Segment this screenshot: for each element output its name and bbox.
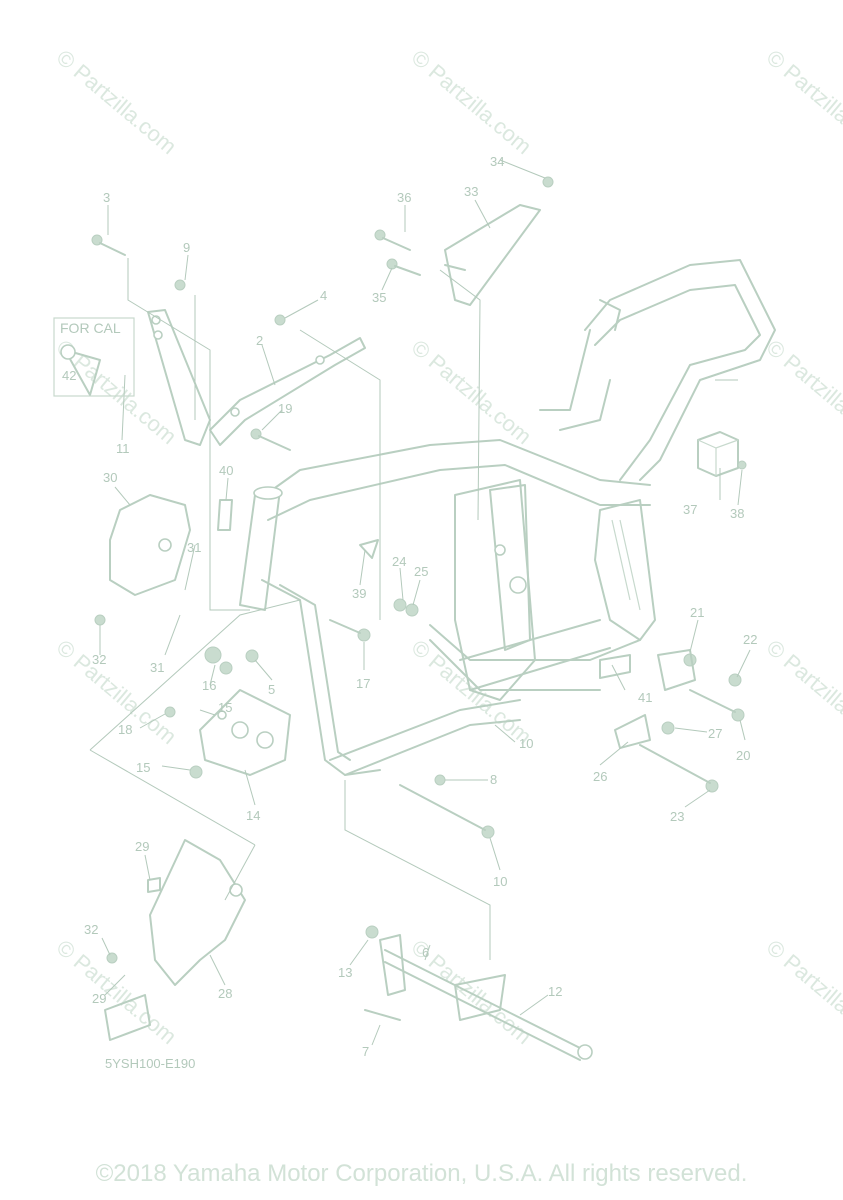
callout-12: 12 xyxy=(548,984,562,999)
callout-39: 39 xyxy=(352,586,366,601)
callout-32b: 32 xyxy=(84,922,98,937)
watermark-12: © Partzilla.com xyxy=(762,935,843,1049)
callout-1: 10 xyxy=(519,736,533,751)
callout-19: 19 xyxy=(278,401,292,416)
engine-mount-14 xyxy=(199,689,291,776)
for-cal-label: FOR CAL xyxy=(60,320,121,336)
callout-41: 41 xyxy=(638,690,652,705)
callout-4: 4 xyxy=(320,288,327,303)
callout-9: 9 xyxy=(183,240,190,255)
watermark-3: © Partzilla.com xyxy=(762,45,843,159)
callout-6: 6 xyxy=(422,945,429,960)
callout-numbers: 3 9 4 2 36 34 33 35 19 42 11 30 40 31 31… xyxy=(62,154,757,1059)
callout-42: 42 xyxy=(62,368,76,383)
callout-22: 22 xyxy=(743,632,757,647)
callout-30: 30 xyxy=(103,470,117,485)
watermark-10: © Partzilla.com xyxy=(52,935,182,1049)
callout-26: 26 xyxy=(593,769,607,784)
callout-25: 25 xyxy=(414,564,428,579)
leader-lines xyxy=(89,159,751,1046)
side-stand-12 xyxy=(364,934,593,1061)
callout-24: 24 xyxy=(392,554,406,569)
watermark-6: © Partzilla.com xyxy=(762,335,843,449)
callout-40: 40 xyxy=(219,463,233,478)
main-frame xyxy=(239,259,776,776)
callout-3: 3 xyxy=(103,190,110,205)
callout-31a: 31 xyxy=(187,540,201,555)
callout-15b: 15 xyxy=(136,760,150,775)
callout-34: 34 xyxy=(490,154,504,169)
watermark-8: © Partzilla.com xyxy=(407,635,537,749)
callout-33: 33 xyxy=(464,184,478,199)
watermark-2: © Partzilla.com xyxy=(407,45,537,159)
copyright-notice: ©2018 Yamaha Motor Corporation, U.S.A. A… xyxy=(95,1160,748,1187)
callout-27: 27 xyxy=(708,726,722,741)
callout-21: 21 xyxy=(690,605,704,620)
callout-38: 38 xyxy=(730,506,744,521)
callout-16: 16 xyxy=(202,678,216,693)
diagram-code: 5YSH100-E190 xyxy=(105,1056,195,1071)
for-cal-box: FOR CAL xyxy=(53,317,135,397)
callout-10: 10 xyxy=(493,874,507,889)
callout-11: 11 xyxy=(116,441,130,456)
callout-13: 13 xyxy=(338,965,352,980)
callout-37: 37 xyxy=(683,502,697,517)
callout-7: 7 xyxy=(362,1044,369,1059)
watermark-1: © Partzilla.com xyxy=(52,45,182,159)
callout-5: 5 xyxy=(268,682,275,697)
fasteners xyxy=(64,176,747,964)
callout-14: 14 xyxy=(246,808,260,823)
callout-2: 2 xyxy=(256,333,263,348)
callout-29b: 29 xyxy=(92,991,106,1006)
callout-32a: 32 xyxy=(92,652,106,667)
watermark-7: © Partzilla.com xyxy=(52,635,182,749)
callout-15a: 15 xyxy=(218,700,232,715)
watermark-5: © Partzilla.com xyxy=(407,335,537,449)
callout-23: 23 xyxy=(670,809,684,824)
callout-35: 35 xyxy=(372,290,386,305)
callout-8: 8 xyxy=(490,772,497,787)
watermark-9: © Partzilla.com xyxy=(762,635,843,749)
callout-18: 18 xyxy=(118,722,132,737)
callout-36: 36 xyxy=(397,190,411,205)
callout-28: 28 xyxy=(218,986,232,1001)
callout-20: 20 xyxy=(736,748,750,763)
callout-29a: 29 xyxy=(135,839,149,854)
callout-31b: 31 xyxy=(150,660,164,675)
callout-17: 17 xyxy=(356,676,370,691)
